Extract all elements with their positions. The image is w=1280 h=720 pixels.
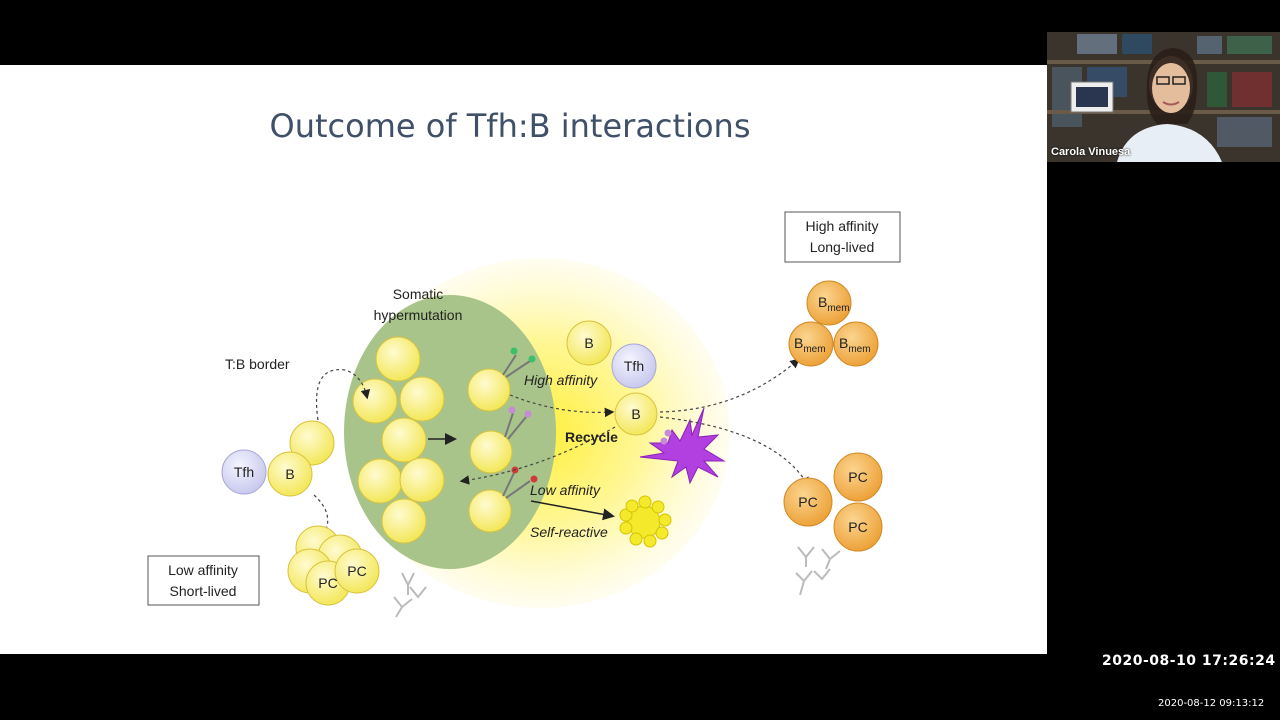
pc-label-3: PC <box>848 519 867 535</box>
dark-zone-cells <box>352 336 445 544</box>
high-affinity-arrow-label: High affinity <box>524 372 598 388</box>
high-affinity-box-line2: Long-lived <box>810 239 875 255</box>
lz-tfh-cell-label: Tfh <box>624 358 644 374</box>
short-lived-pc-cluster <box>287 525 380 606</box>
high-affinity-box <box>784 211 901 263</box>
low-affinity-box-line1: Low affinity <box>168 562 238 578</box>
tb-border-b-label: B <box>285 466 294 482</box>
dendritic-cell <box>639 407 726 485</box>
speaker-webcam-video[interactable] <box>1047 32 1280 162</box>
slide-title: Outcome of Tfh:B interactions <box>269 107 751 145</box>
bmem-label-2: Bmem <box>794 335 826 355</box>
antibodies-high <box>795 546 841 596</box>
tb-border-tfh-label: Tfh <box>234 464 254 480</box>
bmem-label-1: Bmem <box>818 294 850 314</box>
lz-tfh-cell <box>611 343 657 389</box>
webcam-scene <box>1047 32 1280 162</box>
pc-label-2: PC <box>798 494 817 510</box>
lz-b-cell-selected-label: B <box>631 406 640 422</box>
lz-b-cell-top-label: B <box>584 335 593 351</box>
pc-label-1: PC <box>848 469 867 485</box>
somatic-label-1: Somatic <box>393 286 444 302</box>
long-lived-pc-cells <box>783 452 883 552</box>
low-affinity-box-line2: Short-lived <box>170 583 237 599</box>
presentation-slide: Outcome of Tfh:B interactions <box>0 65 1047 654</box>
lz-b-cell-top <box>566 320 612 366</box>
selecting-cells <box>467 368 513 533</box>
somatic-label-2: hypermutation <box>374 307 463 323</box>
tb-border-b-cell <box>267 451 313 497</box>
lz-b-cell-selected <box>614 392 658 436</box>
short-lived-pc-label-2: PC <box>347 563 366 579</box>
dark-zone <box>344 295 556 569</box>
main-timestamp: 2020-08-10 17:26:24 <box>1102 653 1276 669</box>
low-affinity-box <box>147 555 260 606</box>
tb-border-tfh-cell <box>221 449 267 495</box>
recording-timestamp: 2020-08-12 09:13:12 <box>1158 698 1265 709</box>
bmem-label-3: Bmem <box>839 335 871 355</box>
apoptotic-cell <box>619 495 672 548</box>
self-reactive-label: Self-reactive <box>530 524 608 540</box>
speaker-name-label: Carola Vinuesa <box>1051 146 1131 158</box>
recycle-label: Recycle <box>565 429 618 445</box>
low-affinity-arrow-label: Low affinity <box>530 482 601 498</box>
high-affinity-box-line1: High affinity <box>806 218 879 234</box>
tb-border-b-cell-upper <box>289 420 335 466</box>
bcr-receptors <box>502 354 531 499</box>
antibodies-low <box>393 572 427 618</box>
gc-diagram: Somatic hypermutation <box>147 211 901 618</box>
short-lived-pc-label-1: PC <box>318 575 337 591</box>
memory-b-cells <box>788 280 879 367</box>
tb-border-label: T:B border <box>225 356 290 372</box>
